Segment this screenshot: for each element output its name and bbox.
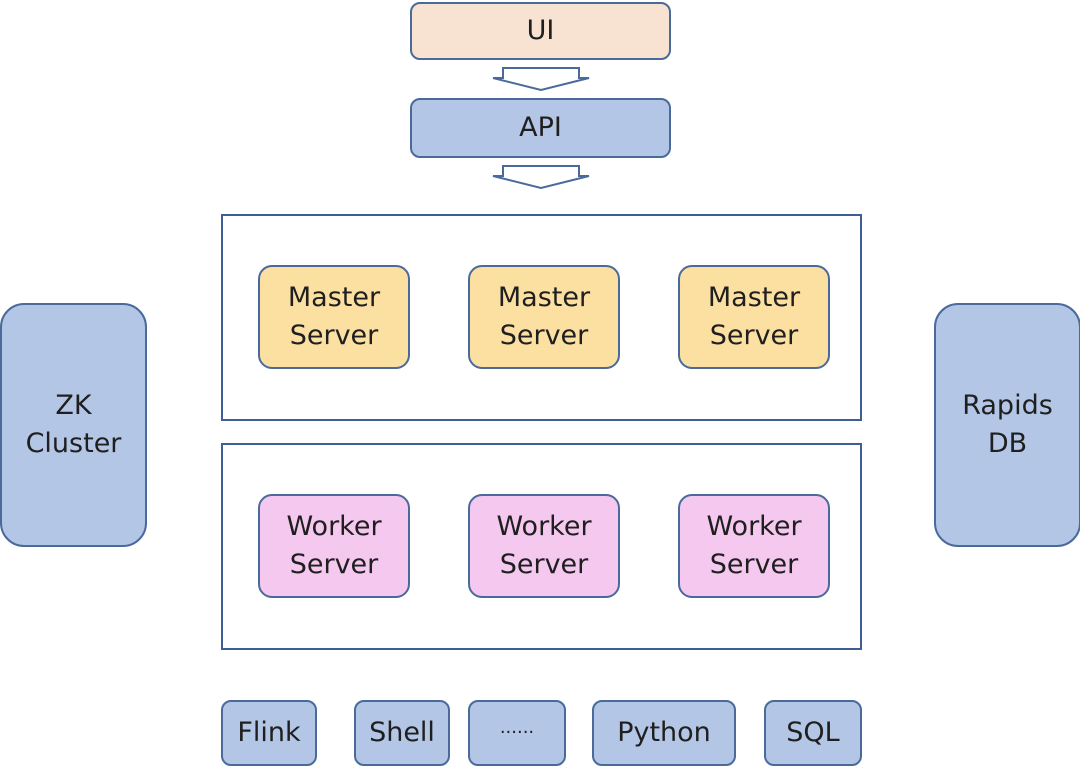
master-server: Master Server xyxy=(678,265,830,369)
zk-cluster-label: ZK Cluster xyxy=(25,390,122,459)
master-server: Master Server xyxy=(468,265,620,369)
task-type-label: Shell xyxy=(369,717,435,748)
ui-label: UI xyxy=(526,15,555,46)
master-server-label: Master Server xyxy=(707,282,801,351)
ui-box: UI xyxy=(410,2,671,60)
worker-server: Worker Server xyxy=(468,494,620,598)
master-server-label: Master Server xyxy=(287,282,381,351)
task-type-python: Python xyxy=(592,700,736,766)
api-label: API xyxy=(519,112,562,143)
task-type-label: SQL xyxy=(786,717,840,748)
task-type-flink: Flink xyxy=(221,700,317,766)
worker-server-label: Worker Server xyxy=(496,511,592,580)
task-type-label: Flink xyxy=(237,717,301,748)
worker-server: Worker Server xyxy=(258,494,410,598)
task-type-label: ······ xyxy=(499,722,535,743)
down-arrow-icon xyxy=(492,165,590,190)
master-server: Master Server xyxy=(258,265,410,369)
task-type-label: Python xyxy=(617,717,711,748)
worker-server-label: Worker Server xyxy=(286,511,382,580)
rapids-db-box: Rapids DB xyxy=(934,303,1080,547)
task-type-sql: SQL xyxy=(764,700,862,766)
master-server-label: Master Server xyxy=(497,282,591,351)
task-type-more: ······ xyxy=(468,700,566,766)
down-arrow-icon xyxy=(492,67,590,92)
worker-server-label: Worker Server xyxy=(706,511,802,580)
zk-cluster-box: ZK Cluster xyxy=(0,303,147,547)
rapids-db-label: Rapids DB xyxy=(962,390,1053,459)
api-box: API xyxy=(410,98,671,158)
worker-server: Worker Server xyxy=(678,494,830,598)
task-type-shell: Shell xyxy=(354,700,450,766)
